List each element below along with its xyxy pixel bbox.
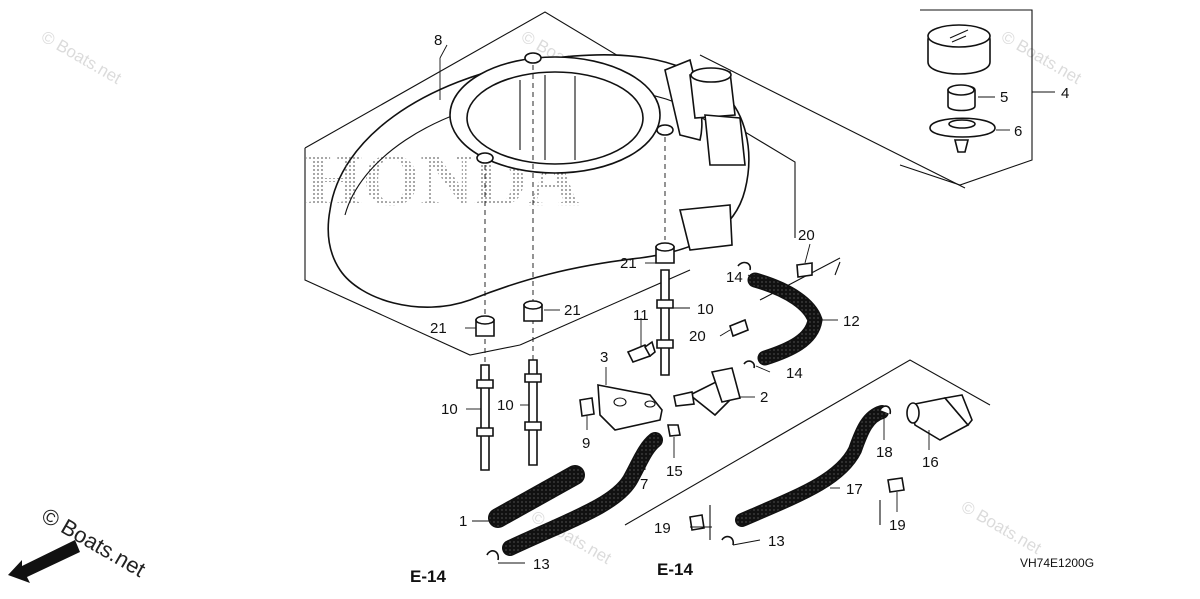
fuel-cap-assembly: [699, 9, 1033, 301]
watermark-bottom-right: © Boats.net: [958, 497, 1045, 558]
watermark-top-left: © Boats.net: [38, 27, 125, 88]
studs: [476, 269, 674, 471]
callout-3: 3: [600, 349, 608, 366]
callout-10-left: 10: [441, 401, 458, 418]
elbow-16: [906, 394, 973, 441]
fan-cover: HONDA: [304, 11, 796, 356]
callout-15: 15: [666, 463, 683, 480]
callout-17: 17: [846, 481, 863, 498]
clamps: [486, 405, 905, 561]
callout-1: 1: [459, 513, 467, 530]
front-arrow-icon: [8, 540, 80, 583]
hose-7: [502, 432, 663, 556]
callout-19-left: 19: [654, 520, 671, 537]
hose-17: [735, 405, 889, 527]
callout-20-middle: 20: [689, 328, 706, 345]
callout-7: 7: [640, 476, 648, 493]
hose-12: [747, 272, 823, 366]
reference-label-right: E-14: [657, 560, 693, 579]
watermark-top-right: © Boats.net: [998, 27, 1085, 88]
reference-label-left: E-14: [410, 567, 446, 586]
leader-lines: [439, 44, 1055, 564]
fuel-valve: [673, 367, 741, 417]
callout-21-middle: 21: [564, 302, 581, 319]
grommets: [475, 242, 675, 337]
callout-20-top: 20: [798, 227, 815, 244]
callout-13-left: 13: [533, 556, 550, 573]
callout-13-right: 13: [768, 533, 785, 550]
callout-12: 12: [843, 313, 860, 330]
tube-1: [488, 465, 585, 528]
callout-14-top: 14: [726, 269, 743, 286]
callout-18: 18: [876, 444, 893, 461]
diagram-code: VH74E1200G: [1020, 556, 1094, 570]
callout-19-right: 19: [889, 517, 906, 534]
callout-16: 16: [922, 454, 939, 471]
alignment-lines: [484, 65, 666, 365]
callout-21-right: 21: [620, 255, 637, 272]
callout-5: 5: [1000, 89, 1008, 106]
callout-10-right: 10: [697, 301, 714, 318]
callout-4: 4: [1061, 85, 1069, 102]
callouts: 8 4 5 6 21 21 21 10 10 10 11 3 2 9 15 7 …: [430, 32, 1069, 573]
callout-9: 9: [582, 435, 590, 452]
callout-10-middle: 10: [497, 397, 514, 414]
callout-14-bottom: 14: [786, 365, 803, 382]
callout-6: 6: [1014, 123, 1022, 140]
frame-lines: [624, 261, 991, 540]
callout-2: 2: [760, 389, 768, 406]
hardware: [579, 261, 813, 437]
callout-8: 8: [434, 32, 442, 49]
callout-21-left: 21: [430, 320, 447, 337]
watermark-bottom-left: © Boats.net: [38, 503, 150, 582]
callout-11: 11: [633, 307, 649, 324]
